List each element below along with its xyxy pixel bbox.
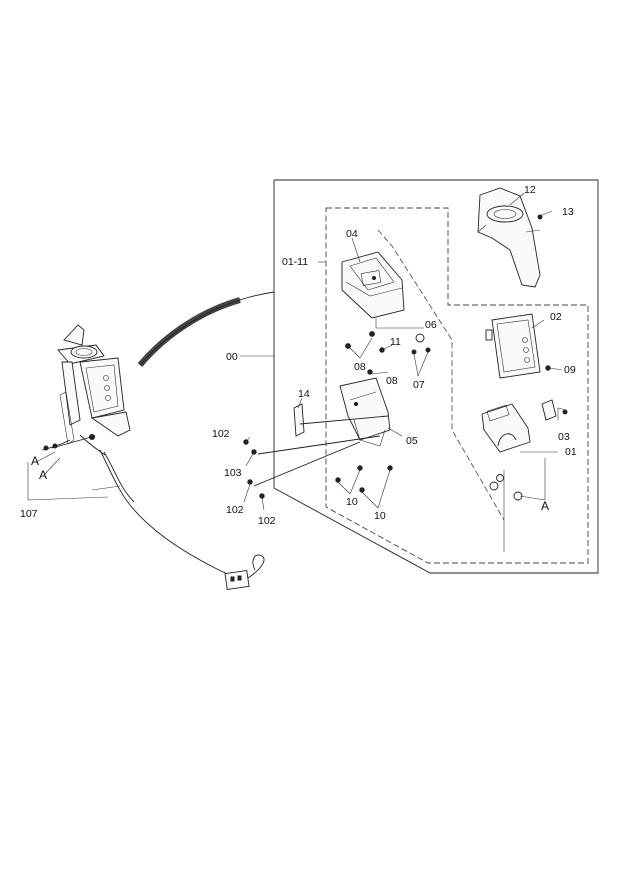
callout-01-11: 01-11	[282, 256, 308, 268]
callout-08-upper: 08	[354, 361, 366, 373]
callout-09: 09	[564, 364, 576, 376]
callout-107: 107	[20, 508, 38, 520]
fasteners	[243, 331, 431, 499]
part-03-clip	[541, 399, 568, 421]
callout-13: 13	[562, 206, 574, 218]
callout-05: 05	[406, 435, 418, 447]
callout-02: 02	[550, 311, 562, 323]
subassembly-dashed-boundary	[325, 207, 589, 564]
callout-103: 103	[224, 467, 242, 479]
callout-A-left-2: A	[39, 468, 47, 482]
part-09-screw	[545, 365, 551, 371]
callout-10-a: 10	[346, 496, 358, 508]
part-02-meter	[485, 313, 541, 379]
part-14-plate	[293, 403, 305, 437]
callout-102-b: 102	[226, 504, 244, 516]
callout-A-left-1: A	[31, 454, 39, 468]
part-12-cover	[477, 187, 543, 288]
callout-01: 01	[565, 446, 577, 458]
leader-lines	[240, 192, 567, 552]
pointer-arc	[137, 291, 275, 367]
callout-03: 03	[558, 431, 570, 443]
callout-102-a: 102	[212, 428, 230, 440]
left-leaders	[27, 451, 109, 501]
callout-11: 11	[390, 336, 401, 348]
part-01-unit	[481, 403, 531, 501]
part-04-housing	[341, 251, 405, 319]
callout-07: 07	[413, 379, 425, 391]
callout-04: 04	[346, 228, 358, 240]
callout-00: 00	[226, 351, 238, 363]
part-05-bracket	[339, 377, 391, 447]
callout-12: 12	[524, 184, 536, 196]
callout-102-c: 102	[258, 515, 276, 527]
callout-06: 06	[425, 319, 437, 331]
callout-labels: 12 13 04 01-11 06 02 11 08 08 07 09 00 1…	[20, 184, 577, 527]
assembly-frame	[273, 179, 599, 574]
callout-A-right: A	[541, 499, 549, 513]
callout-08-lower: 08	[386, 375, 398, 387]
installed-assembly-drawing	[41, 324, 265, 590]
callout-14: 14	[298, 388, 310, 400]
callout-10-b: 10	[374, 510, 386, 522]
